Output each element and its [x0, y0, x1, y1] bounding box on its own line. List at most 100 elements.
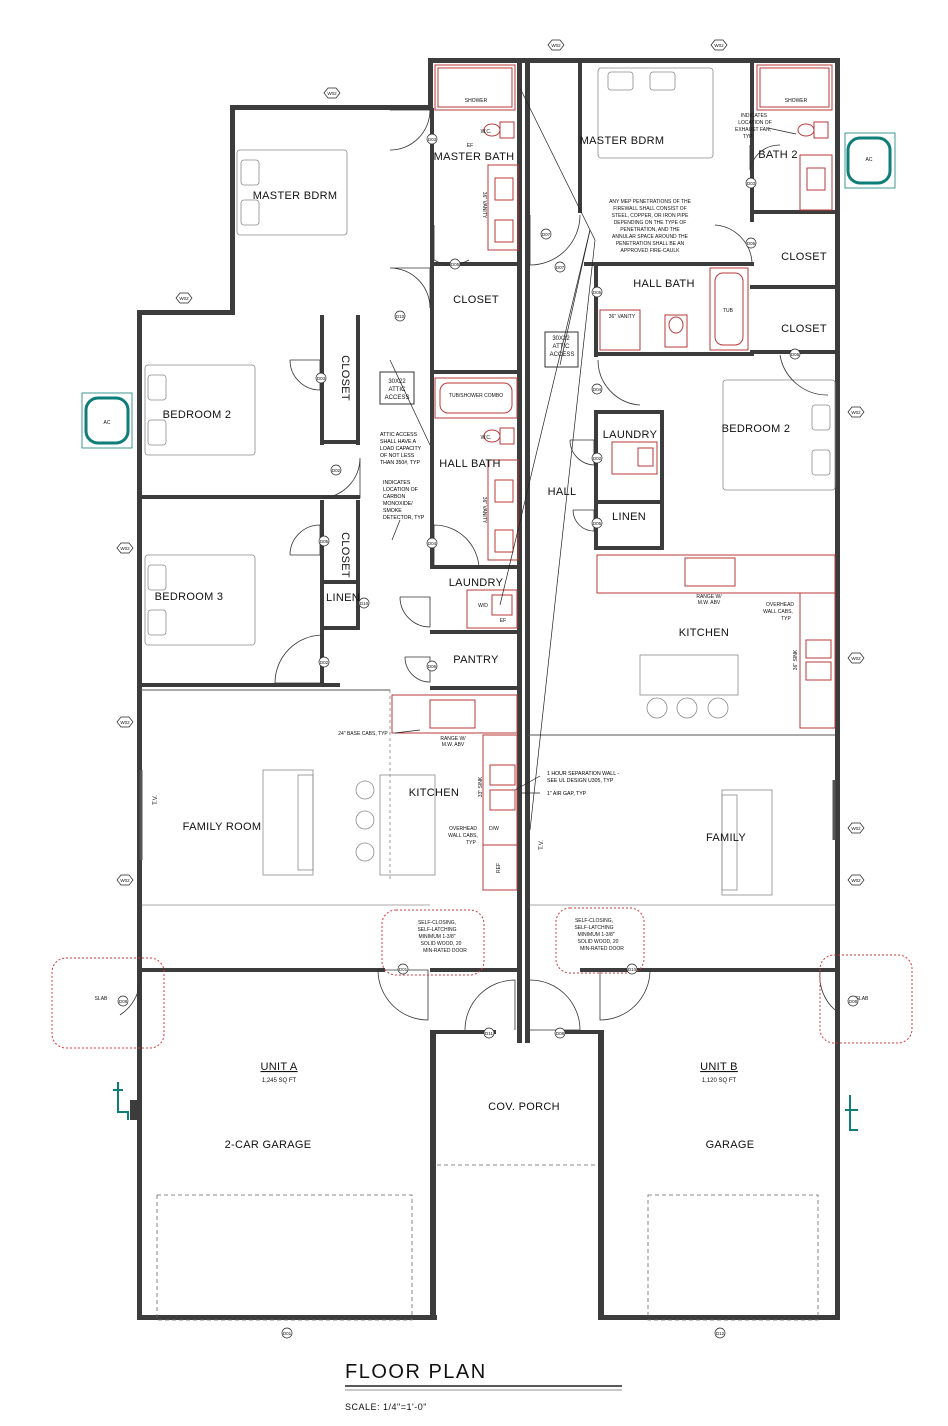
svg-text:D05: D05	[451, 262, 460, 267]
co-note-a-5: SMOKE	[383, 508, 402, 514]
unit-b-area: 1,120 SQ FT	[702, 1078, 737, 1084]
attic-note-a-3: LOAD CAPACITY	[380, 446, 422, 452]
revision-clouds	[51, 907, 913, 1049]
attic-access-b-2: ATTIC	[553, 344, 571, 350]
door-tag: D08	[554, 1027, 566, 1039]
fan-note-b-3: EXHAUST FAN,	[735, 127, 771, 133]
vanity-a-1: 36" VANITY	[481, 192, 487, 219]
svg-text:D07: D07	[556, 265, 565, 270]
overhead-a-2: WALL CABS,	[448, 833, 478, 839]
room-linen-b: LINEN	[612, 511, 646, 523]
door-tag: D03	[745, 177, 757, 189]
co-note-a-2: LOCATION OF	[383, 487, 418, 493]
room-master-bath-a: MASTER BATH	[434, 151, 515, 163]
room-bedroom3-a: BEDROOM 3	[155, 591, 224, 603]
separation-note-1: 1 HOUR SEPARATION WALL -	[547, 771, 619, 777]
door-tag: D05	[745, 237, 757, 249]
door-tag: D10	[394, 310, 406, 322]
firewall-note-4: DEPENDING ON THE TYPE OF	[614, 220, 687, 226]
range-b-1: RANGE W/	[696, 594, 722, 600]
tub-shower-a: TUB/SHOWER COMBO	[449, 393, 503, 399]
svg-text:D02: D02	[593, 456, 602, 461]
svg-text:D03: D03	[317, 376, 326, 381]
svg-text:W02: W02	[179, 296, 189, 301]
door-tag: D08	[847, 995, 859, 1007]
firewall-note-7: PENETRATION SHALL BE AN	[616, 241, 685, 247]
room-bedroom2-a: BEDROOM 2	[163, 409, 232, 421]
room-closet-bed3-a: CLOSET	[339, 532, 351, 578]
door-note-a-2: SELF-LATCHING	[417, 927, 456, 933]
window-tag: W02	[116, 874, 134, 886]
door-tag: D08	[117, 995, 129, 1007]
unit-a-label: UNIT A	[260, 1061, 297, 1073]
svg-text:D08: D08	[119, 999, 128, 1004]
svg-text:D05: D05	[320, 539, 329, 544]
tub-b: TUB	[723, 308, 734, 314]
door-note-a-3: MINIMUM 1-3/8"	[418, 934, 455, 940]
door-tag: D02	[591, 452, 603, 464]
svg-text:D08: D08	[556, 1031, 565, 1036]
fan-note-b-1: INDICATES	[741, 113, 768, 119]
svg-text:D01: D01	[399, 967, 408, 972]
svg-text:D03: D03	[747, 181, 756, 186]
svg-text:D02: D02	[332, 468, 341, 473]
room-hall-bath-b: HALL BATH	[633, 278, 694, 290]
svg-text:W02: W02	[851, 826, 861, 831]
window-tag: W02	[116, 716, 134, 728]
door-tag: D12	[714, 1327, 726, 1339]
room-bedroom2-b: BEDROOM 2	[722, 423, 791, 435]
room-closet2-b: CLOSET	[781, 323, 827, 335]
ef-a: EF	[500, 618, 506, 624]
door-tag: D05	[789, 348, 801, 360]
slab-label-a: SLAB	[95, 996, 108, 1002]
door-tag: D01	[397, 963, 409, 975]
firewall-note-8: APPROVED FIRE-CAULK	[621, 248, 681, 254]
door-note-b-5: MIN-RATED DOOR	[580, 946, 624, 952]
room-garage-b: GARAGE	[706, 1139, 755, 1151]
svg-text:D10: D10	[628, 967, 637, 972]
room-family-b: FAMILY	[706, 832, 746, 844]
svg-text:D06: D06	[428, 664, 437, 669]
overhead-a-3: TYP	[466, 840, 476, 846]
room-closet1-b: CLOSET	[781, 251, 827, 263]
separation-note-2: SEE UL DESIGN U305, TYP	[547, 778, 614, 784]
room-kitchen-b: KITCHEN	[679, 627, 729, 639]
room-family-room-a: FAMILY ROOM	[183, 821, 262, 833]
door-note-b-1: SELF-CLOSING,	[575, 918, 613, 924]
sink-b: 36" SINK	[793, 649, 799, 670]
range-a-2: M.W. ABV	[442, 742, 465, 748]
door-note-b-3: MINIMUM 1-3/8"	[577, 932, 614, 938]
svg-text:D05: D05	[593, 521, 602, 526]
ac-label-b: AC	[866, 157, 873, 163]
window-tag: W02	[847, 822, 865, 834]
window-tag: W02	[847, 406, 865, 418]
svg-text:W02: W02	[120, 878, 130, 883]
door-tag: D03	[315, 372, 327, 384]
attic-note-a-4: OF NOT LESS	[380, 453, 415, 459]
firewall-note-1: ANY MEP PENETRATIONS OF THE	[609, 199, 692, 205]
firewall-note-3: STEEL, COPPER, OR IRON PIPE	[612, 213, 689, 219]
attic-note-a-5: THAN 350#, TYP	[380, 460, 421, 466]
room-cov-porch: COV. PORCH	[488, 1101, 560, 1113]
room-closet-master-a: CLOSET	[453, 294, 499, 306]
ef-a-2: EF	[467, 143, 473, 149]
door-tag: D04	[426, 537, 438, 549]
svg-text:W02: W02	[851, 656, 861, 661]
room-laundry-b: LAUNDRY	[603, 429, 658, 441]
co-note-a-6: DETECTOR, TYP	[383, 515, 425, 521]
wc-a-1: W.C.	[481, 129, 492, 135]
room-pantry-a: PANTRY	[453, 654, 499, 666]
door-tag: D04	[591, 383, 603, 395]
room-master-bdrm-b: MASTER BDRM	[580, 135, 665, 147]
svg-text:D01: D01	[283, 1331, 292, 1336]
door-note-a-1: SELF-CLOSING,	[418, 920, 456, 926]
leaders	[389, 87, 797, 831]
window-tag: W02	[710, 39, 728, 51]
unit-b-labels: MASTER BDRM BATH 2 CLOSET CLOSET HALL BA…	[539, 98, 873, 1151]
attic-access-b-1: 30X22	[552, 336, 570, 342]
room-hall-b: HALL	[548, 486, 577, 498]
door-tag: D02	[318, 656, 330, 668]
window-tag: W02	[323, 87, 341, 99]
vanity-a-2: 36" VANITY	[481, 497, 487, 524]
